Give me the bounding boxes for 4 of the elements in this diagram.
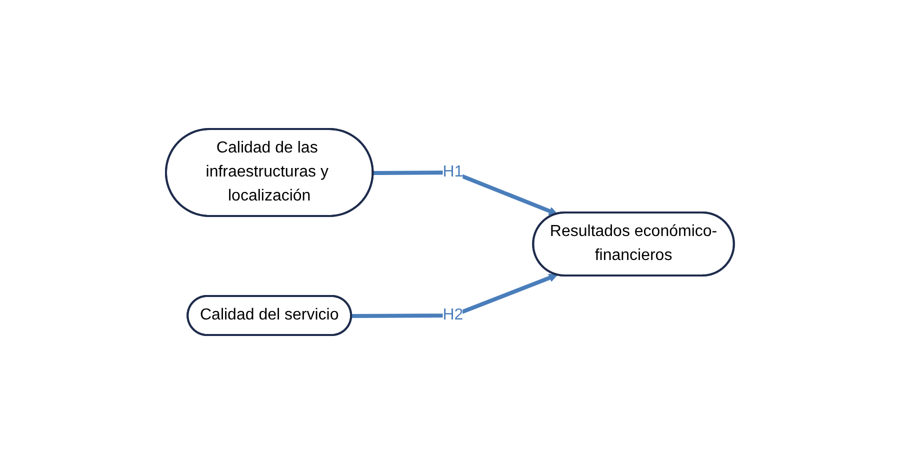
edge-label: H2 [442, 306, 464, 324]
edge-label: H1 [442, 164, 464, 180]
arrow [352, 274, 558, 318]
arrow [373, 170, 558, 216]
